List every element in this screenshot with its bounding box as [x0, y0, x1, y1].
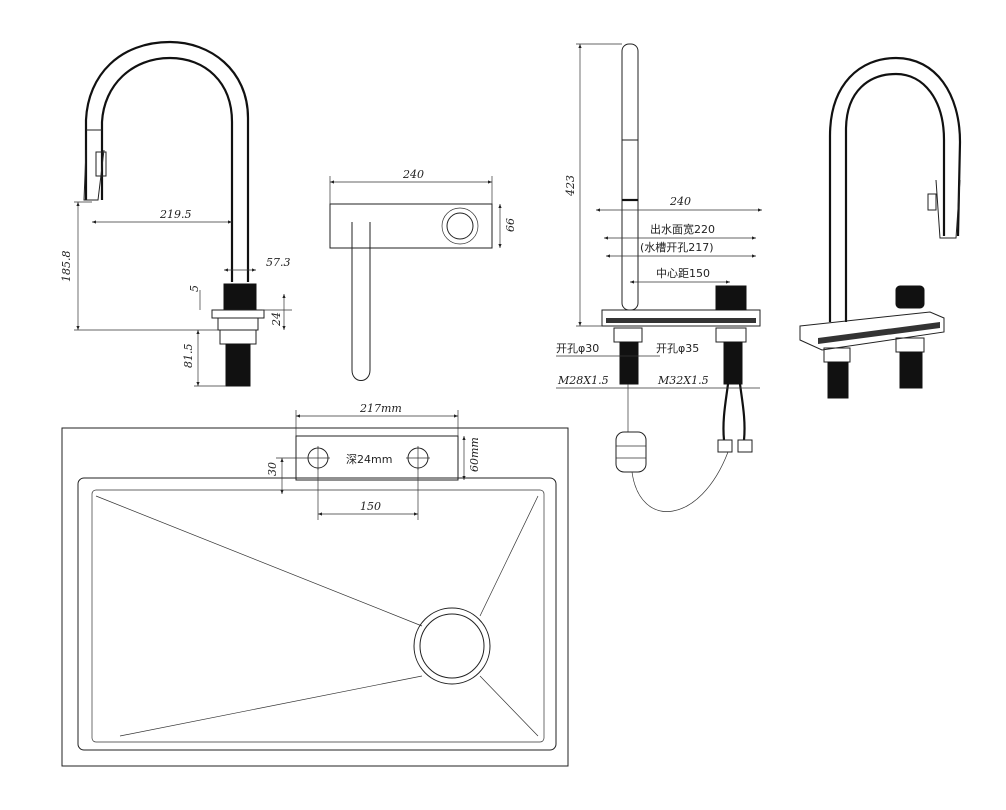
- dim-shank-length: 81.5: [182, 344, 195, 369]
- sink-basin: [91, 489, 545, 743]
- hose-b: [738, 383, 746, 441]
- dim-cutout-height: 60mm: [468, 437, 481, 472]
- dim-hole-right: 开孔φ35: [656, 342, 699, 355]
- faucet-top-view: 240 66: [329, 168, 517, 381]
- dim-side-height: 423: [564, 175, 577, 197]
- knob-inner: [446, 212, 474, 240]
- dim-thread-left: M28X1.5: [557, 374, 609, 387]
- dim-center-distance: 中心距150: [656, 267, 710, 280]
- faucet-front-view: 423 240 出水面宽220 (水槽开孔217) 中心距150 开孔φ30 开…: [556, 43, 762, 512]
- dim-cutout-depth: 深24mm: [346, 453, 392, 466]
- sink-plan-view: 深24mm 217mm 60mm 30 150: [61, 402, 569, 767]
- sink-outline: [61, 427, 569, 767]
- dim-thread-right: M32X1.5: [657, 374, 709, 387]
- dim-cutout-width: 217mm: [359, 402, 402, 415]
- hose-a: [722, 383, 730, 441]
- sink-rim: [77, 477, 557, 751]
- persp-shank-left: [827, 361, 849, 399]
- front-grille: [606, 318, 756, 323]
- shank: [225, 343, 251, 387]
- front-knob: [715, 285, 747, 311]
- dim-hole-left: 开孔φ30: [556, 342, 599, 355]
- knob-outer: [441, 207, 479, 245]
- front-spout: [621, 43, 639, 311]
- dim-base-dia: 57.3: [266, 256, 291, 269]
- persp-deck: [799, 311, 945, 351]
- dim-sink-hole-width: (水槽开孔217): [640, 241, 714, 254]
- top-spout: [351, 222, 371, 381]
- spray-button: [95, 151, 107, 177]
- dim-base-step: 5: [188, 285, 201, 292]
- persp-knob: [895, 285, 925, 309]
- faucet-base: [223, 283, 257, 311]
- base-plate: [211, 309, 265, 319]
- deck-nut: [217, 317, 259, 331]
- dim-spout-reach: 219.5: [159, 208, 192, 221]
- dim-outlet-width: 出水面宽220: [650, 222, 715, 236]
- drain-outer: [413, 607, 491, 685]
- faucet-side-view: 219.5 185.8 57.3 5 24 81.5: [60, 40, 292, 387]
- pull-hose: [631, 451, 729, 512]
- persp-gooseneck-outer: [844, 72, 946, 322]
- persp-gooseneck-inner: [828, 56, 962, 322]
- pull-weight: [615, 431, 647, 473]
- gooseneck-outer: [84, 40, 250, 282]
- right-shank: [723, 341, 743, 385]
- top-body: [329, 203, 493, 249]
- dim-front-width: 240: [669, 195, 691, 208]
- dim-top-height: 66: [504, 218, 517, 232]
- spray-head: [83, 149, 105, 201]
- dim-hole-offset: 30: [266, 462, 279, 476]
- drain-inner: [419, 613, 485, 679]
- dim-hole-spacing: 150: [360, 500, 381, 513]
- dim-base-height: 24: [270, 312, 283, 327]
- dim-total-height: 185.8: [60, 251, 73, 283]
- persp-shank-right: [899, 351, 923, 389]
- faucet-perspective-view: [799, 56, 962, 399]
- gooseneck-inner: [100, 56, 234, 282]
- dim-top-width: 240: [402, 168, 424, 181]
- left-shank: [619, 341, 639, 385]
- front-deck: [601, 309, 761, 327]
